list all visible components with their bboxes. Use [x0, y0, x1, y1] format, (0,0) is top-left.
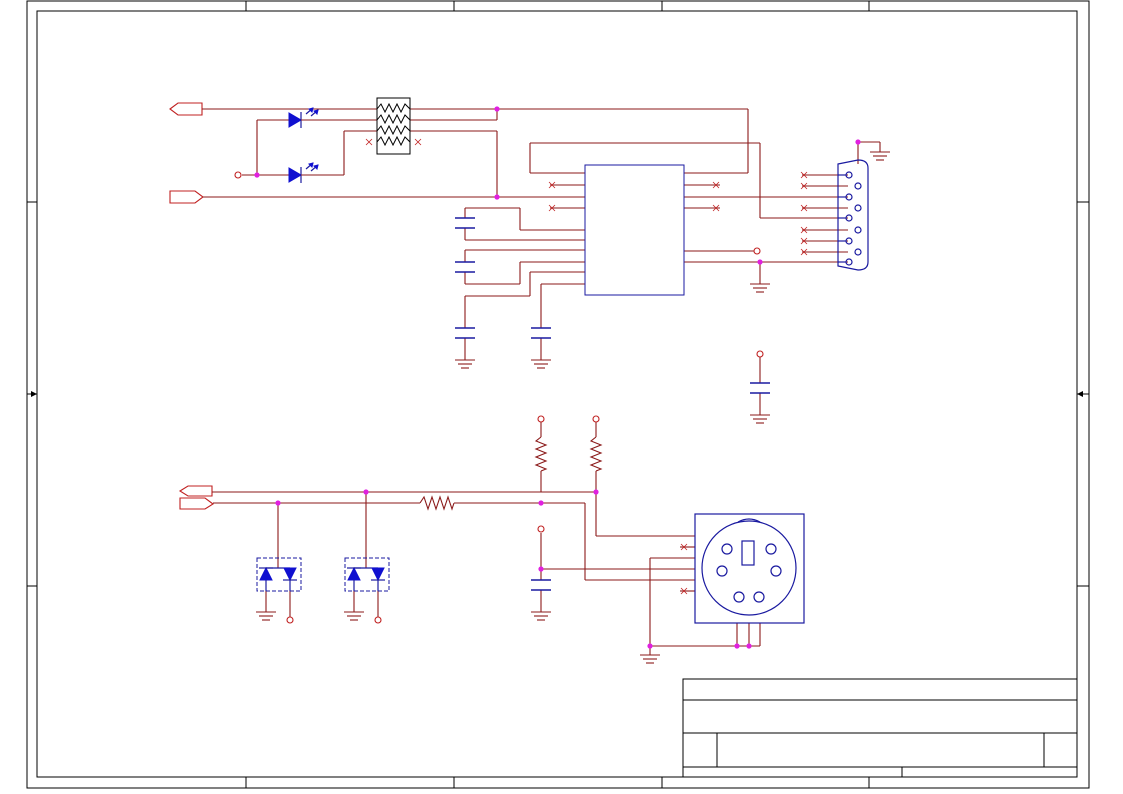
open-terminal-icon	[286, 415, 600, 624]
ferrite-array-icon	[376, 97, 411, 155]
tvs-diode-array-icon	[344, 557, 390, 592]
off-page-port-mid	[169, 190, 204, 204]
ground-icon	[750, 283, 770, 293]
tvs-diode-array-icon	[256, 557, 302, 592]
wires-lower	[212, 422, 761, 655]
ground-icon	[750, 414, 770, 424]
ground-icon	[640, 654, 660, 664]
ground-icon	[870, 151, 890, 161]
capacitor-icon	[455, 217, 475, 229]
wires-upper	[202, 108, 881, 415]
ground-icon	[455, 359, 475, 369]
junction-dots-upper	[254, 106, 861, 265]
ground-icon	[531, 611, 551, 621]
resistor-icon	[534, 436, 548, 472]
capacitor-icon	[455, 261, 475, 273]
drawing-frame	[26, 0, 1090, 789]
db9-connector-icon	[837, 159, 869, 271]
capacitor-icon	[531, 579, 551, 591]
open-terminal-icon	[234, 171, 764, 358]
led-2-icon	[288, 162, 320, 183]
mini-din-6-connector-icon	[694, 513, 805, 624]
transceiver-ic	[584, 164, 685, 296]
ground-icon	[531, 359, 551, 369]
title-block	[682, 678, 1078, 778]
junction-dots-lower	[275, 489, 752, 649]
capacitor-icon	[750, 382, 770, 394]
off-page-port-ps2-b	[179, 497, 214, 510]
no-connect-marks-upper	[365, 138, 808, 256]
off-page-port-top	[169, 102, 203, 116]
capacitor-icon	[531, 327, 551, 339]
off-page-port-ps2-a	[178, 485, 213, 497]
ground-icon	[344, 611, 364, 621]
ground-icon	[256, 611, 276, 621]
capacitor-icon	[455, 327, 475, 339]
led-1-icon	[288, 107, 320, 128]
resistor-icon	[589, 436, 603, 472]
resistor-icon	[419, 495, 455, 511]
no-connect-marks-lower	[680, 543, 688, 595]
